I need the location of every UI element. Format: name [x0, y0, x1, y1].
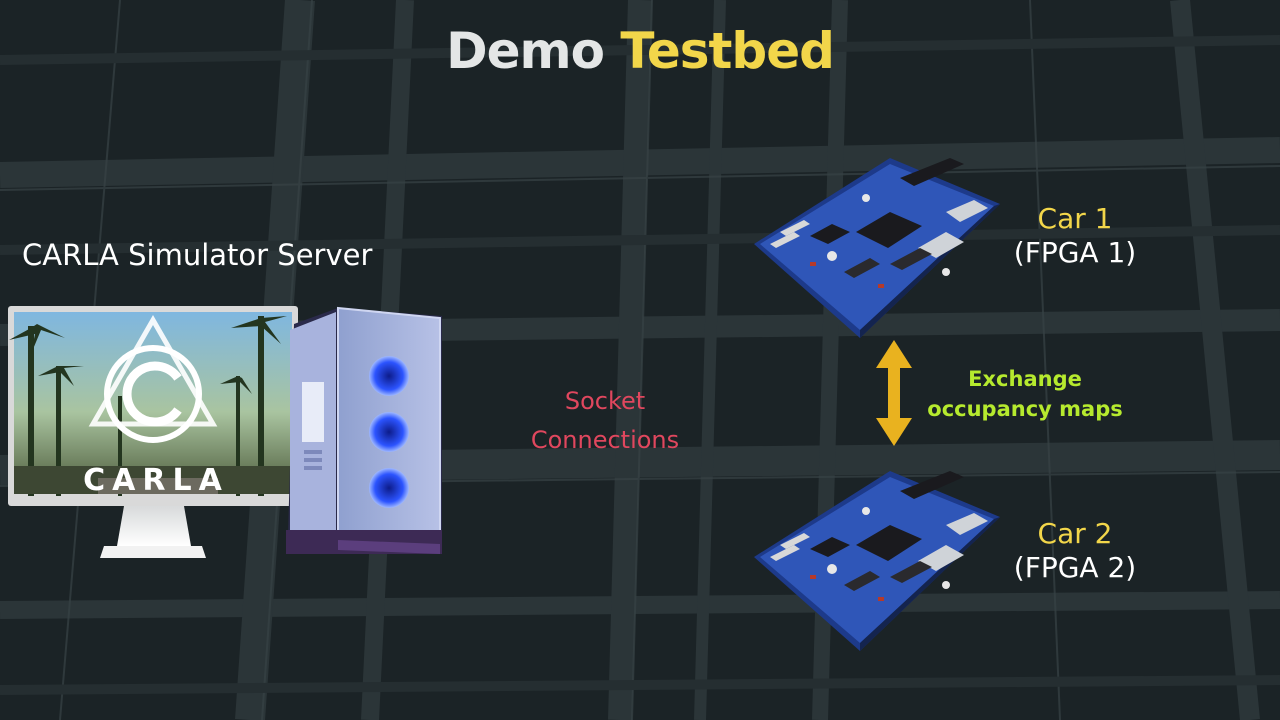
car1-fpga: (FPGA 1) — [1013, 236, 1137, 269]
fpga-board-icon — [754, 158, 1000, 338]
monitor-icon: CARLA — [8, 306, 298, 558]
socket-line-1: Socket — [564, 387, 646, 415]
car1-label: Car 1 (FPGA 1) — [985, 202, 1165, 270]
pc-tower-icon — [286, 306, 442, 554]
exchange-line-2: occupancy maps — [927, 397, 1123, 421]
car2-label: Car 2 (FPGA 2) — [985, 517, 1165, 585]
title-highlight: Testbed — [620, 22, 835, 80]
double-arrow-icon — [876, 340, 912, 446]
car1-name: Car 1 — [1037, 202, 1113, 235]
car2-fpga: (FPGA 2) — [1013, 551, 1137, 584]
slide-title: Demo Testbed — [0, 22, 1280, 80]
title-main: Demo — [446, 22, 605, 80]
fpga-board-icon — [754, 471, 1000, 651]
socket-line-2: Connections — [530, 426, 680, 454]
car2-name: Car 2 — [1037, 517, 1113, 550]
socket-connections-label: Socket Connections — [505, 382, 705, 460]
server-label: CARLA Simulator Server — [22, 238, 373, 272]
exchange-line-1: Exchange — [968, 367, 1082, 391]
exchange-label: Exchange occupancy maps — [905, 364, 1145, 424]
carla-logo-text: CARLA — [83, 463, 229, 498]
